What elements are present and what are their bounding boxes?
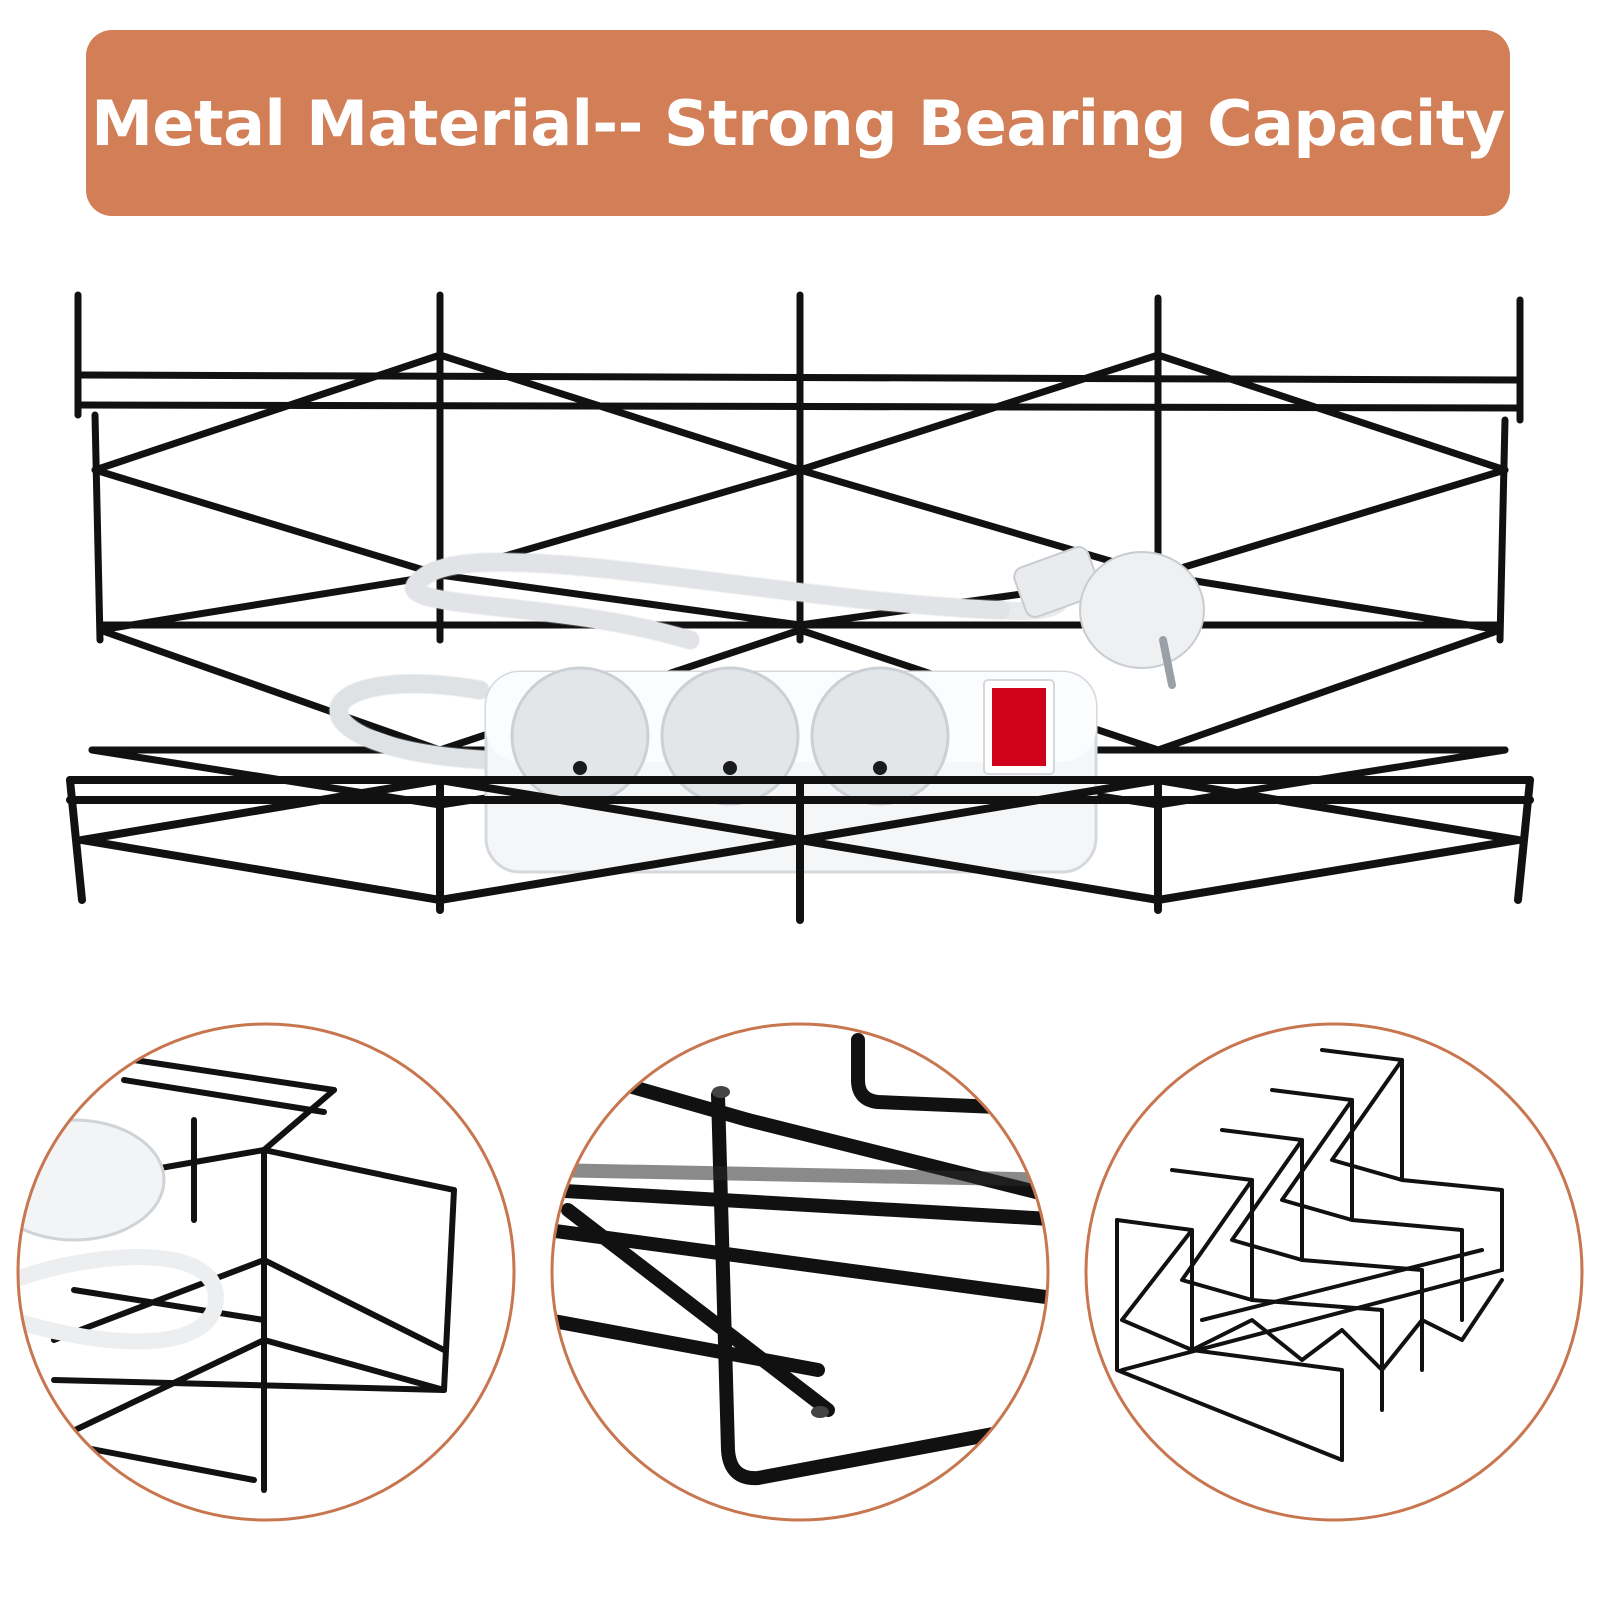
wire-tray-front	[66, 776, 1534, 924]
banner-title: Metal Material-- Strong Bearing Capacity	[91, 86, 1505, 160]
power-strip	[328, 546, 1205, 874]
title-banner: Metal Material-- Strong Bearing Capacity	[86, 30, 1510, 216]
power-switch-icon	[983, 679, 1055, 775]
detail-circle-joint	[550, 1022, 1050, 1522]
detail-circle-corner	[16, 1022, 516, 1522]
cable-tray-main-image	[66, 291, 1534, 924]
detail-circle-stacked	[1084, 1022, 1584, 1522]
plug-icon	[1013, 546, 1205, 689]
socket-icon	[510, 666, 950, 806]
